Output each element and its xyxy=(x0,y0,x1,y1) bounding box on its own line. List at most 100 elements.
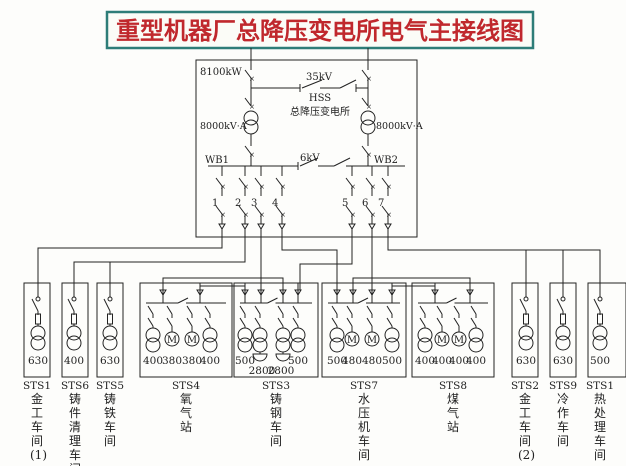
stations: 630STS1400STS6630STS5400M380M380400STS45… xyxy=(23,282,626,392)
bus-tie-switch-icon xyxy=(299,157,319,167)
feeder-breaker-icon xyxy=(254,177,262,187)
title-box xyxy=(105,10,535,50)
switch-icon xyxy=(361,145,369,155)
cable-head-icon xyxy=(388,289,396,296)
cable-head-icon xyxy=(348,223,356,230)
hv-tie-switch-icon xyxy=(301,79,323,89)
load-rating: 400 xyxy=(64,355,84,367)
breaker-mark-icon: × xyxy=(249,75,255,83)
cable-head-icon xyxy=(294,289,302,296)
fuse-icon xyxy=(560,313,566,325)
transformer-icon xyxy=(30,335,46,351)
load-rating: 400 xyxy=(200,355,220,367)
motor-icon xyxy=(344,331,360,347)
feeder-5-route xyxy=(299,229,353,290)
breaker-mark-icon: × xyxy=(350,211,356,219)
breaker-icon xyxy=(419,317,426,327)
station-box xyxy=(233,282,319,378)
terminal-icon xyxy=(107,296,113,302)
cable-head-icon xyxy=(349,289,357,296)
feeder-disconnector-icon xyxy=(365,205,373,215)
breaker-icon xyxy=(239,317,246,327)
station-name: 金工车间(2) xyxy=(518,392,535,462)
breaker-mark-icon: × xyxy=(350,183,356,191)
motor-icon xyxy=(164,331,180,347)
station-box xyxy=(321,282,407,378)
switch-icon xyxy=(366,305,373,315)
station-id: STS5 xyxy=(96,380,124,392)
feeder-breaker-icon xyxy=(365,177,373,187)
wiring: ×××××××××××××××××××× xyxy=(37,48,601,290)
hss-power-label: 8100kW xyxy=(200,67,243,78)
switch-icon xyxy=(419,305,426,315)
load-rating: 400 xyxy=(415,355,435,367)
tie-sts4-sts3-inner xyxy=(199,285,246,290)
station-name: 金工车间(1) xyxy=(30,392,47,462)
feeder-breaker-icon xyxy=(381,177,389,187)
feeder-breaker-icon xyxy=(345,177,353,187)
cable-head-icon xyxy=(257,223,265,230)
terminal-icon xyxy=(560,296,566,302)
breaker-mark-icon: × xyxy=(243,183,249,191)
load-rating: 630 xyxy=(100,355,120,367)
transformer-icon xyxy=(252,337,268,353)
transformer-icon xyxy=(592,335,608,351)
load-rating: 400 xyxy=(143,355,163,367)
load-rating: 500 xyxy=(327,355,347,367)
switch-icon xyxy=(361,97,369,107)
feeder-2-route xyxy=(73,229,246,283)
transformer-icon xyxy=(275,327,291,343)
transformer-icon xyxy=(202,327,218,343)
breaker-icon xyxy=(331,317,338,327)
switch-icon xyxy=(186,305,193,315)
switch-icon xyxy=(556,298,564,312)
transformer-icon xyxy=(417,337,433,353)
station-name: 铸钢车间 xyxy=(269,392,282,448)
breaker-icon xyxy=(386,317,393,327)
terminal-icon xyxy=(71,296,77,302)
breaker-icon xyxy=(186,317,193,327)
cable-head-icon xyxy=(241,223,249,230)
feeder-breaker-icon xyxy=(275,177,283,187)
fuse-icon xyxy=(597,313,603,325)
load-rating: 630 xyxy=(553,355,573,367)
breaker-mark-icon: × xyxy=(280,211,286,219)
breaker-mark-icon: × xyxy=(366,151,372,159)
load-rating: 500 xyxy=(235,355,255,367)
transformer-icon xyxy=(30,325,46,341)
transformer-icon xyxy=(290,327,306,343)
switch-icon xyxy=(292,305,299,315)
terminal-icon xyxy=(523,296,529,302)
load-rating: 400 xyxy=(466,355,486,367)
feeder-1-route xyxy=(37,229,223,283)
station-id: STS1 xyxy=(23,380,51,392)
switch-icon xyxy=(436,305,443,315)
switch-icon xyxy=(470,305,477,315)
switch-icon xyxy=(346,305,353,315)
load-rating: 380 xyxy=(182,355,202,367)
breaker-icon xyxy=(147,317,154,327)
motor-symbol: M xyxy=(367,335,377,346)
motor-icon xyxy=(364,331,380,347)
transformer-icon xyxy=(237,337,253,353)
breaker-icon xyxy=(166,317,173,327)
station-name: 氧气站 xyxy=(179,392,192,434)
station-box xyxy=(511,282,539,378)
breaker-mark-icon: × xyxy=(366,103,372,111)
lv-bus-label: 6kV xyxy=(300,153,320,164)
breaker-mark-icon: × xyxy=(386,183,392,191)
station-name: 铸铁车间 xyxy=(103,392,116,448)
load-rating: 2800 xyxy=(268,365,295,377)
transformer-icon xyxy=(66,325,82,341)
station-box xyxy=(139,282,233,378)
transformer-icon xyxy=(275,337,291,353)
station-id: STS9 xyxy=(549,380,577,392)
incoming-switch-left-icon xyxy=(244,69,252,79)
switch-icon xyxy=(254,305,261,315)
breaker-mark-icon: × xyxy=(220,211,226,219)
cable-head-icon xyxy=(279,289,287,296)
transformer-icon xyxy=(102,335,118,351)
